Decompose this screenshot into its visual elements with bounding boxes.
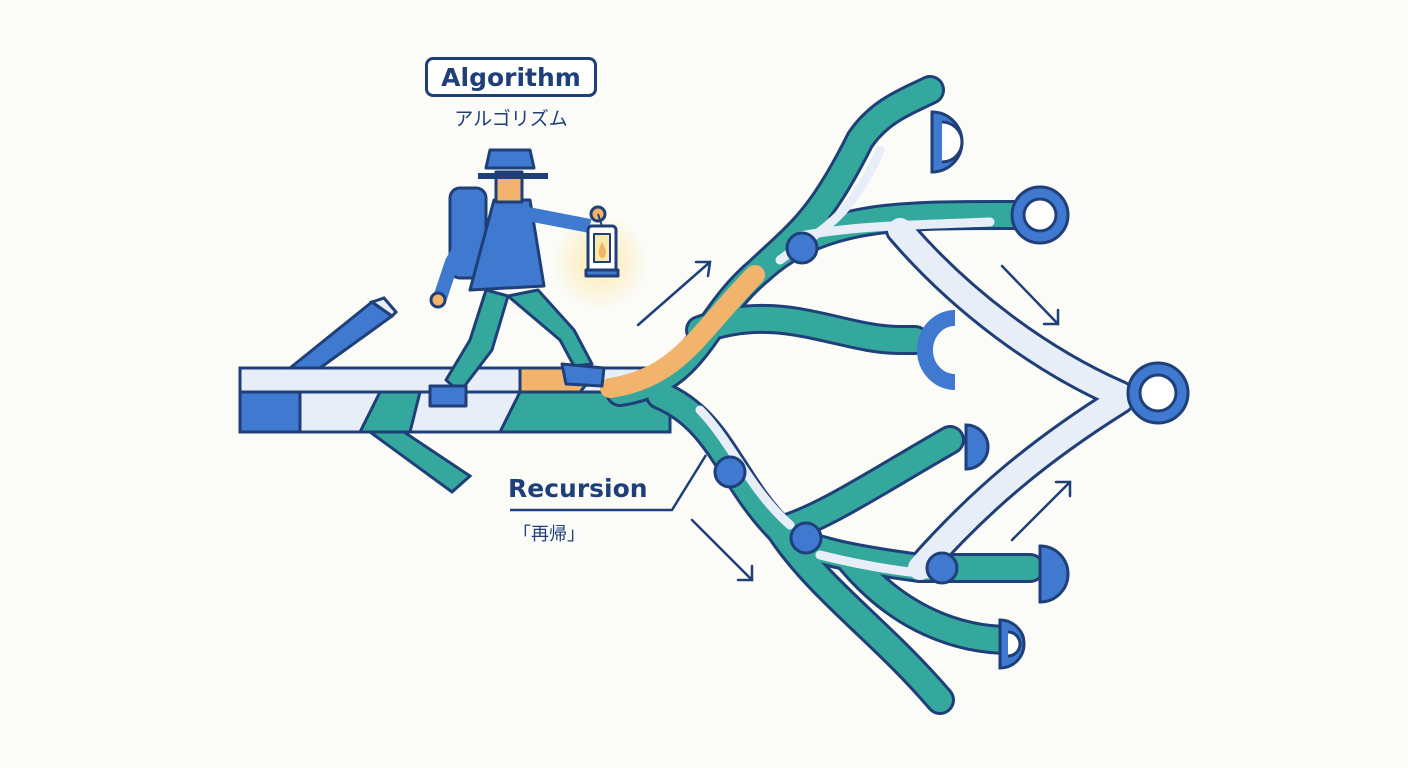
lower-stub-branch — [365, 430, 473, 494]
direction-arrow-icon — [1000, 264, 1060, 326]
branch-node-icon — [917, 310, 956, 390]
lantern-icon — [584, 224, 620, 278]
leg-front — [506, 288, 594, 368]
boot-back — [428, 384, 468, 408]
boot-front — [560, 362, 606, 388]
algorithm-title: Algorithm — [441, 62, 581, 92]
branch-pale-fills — [888, 218, 1132, 580]
recursion-title: Recursion — [508, 474, 648, 503]
branch-node-icon — [1038, 544, 1070, 604]
branch-fills — [608, 78, 1042, 712]
branch-node-icon — [964, 423, 990, 471]
recursion-callout — [510, 454, 708, 512]
algorithm-label: Algorithm — [425, 57, 597, 97]
branch-network — [600, 75, 1135, 715]
lit-path-segment — [600, 265, 765, 398]
end-nodes — [917, 110, 1190, 670]
upper-stub-branch — [285, 296, 399, 370]
direction-arrows — [636, 260, 1072, 582]
branch-outlines — [605, 75, 1135, 715]
direction-arrow-icon — [1010, 480, 1072, 542]
hiker-figure — [428, 148, 620, 408]
branch-joints — [713, 231, 959, 585]
hat-crown — [484, 148, 536, 170]
algorithm-subtitle: アルゴリズム — [454, 108, 568, 130]
direction-arrow-icon — [690, 518, 754, 582]
recursion-subtitle: 「再帰」 — [513, 524, 585, 545]
direction-arrow-icon — [636, 260, 712, 327]
